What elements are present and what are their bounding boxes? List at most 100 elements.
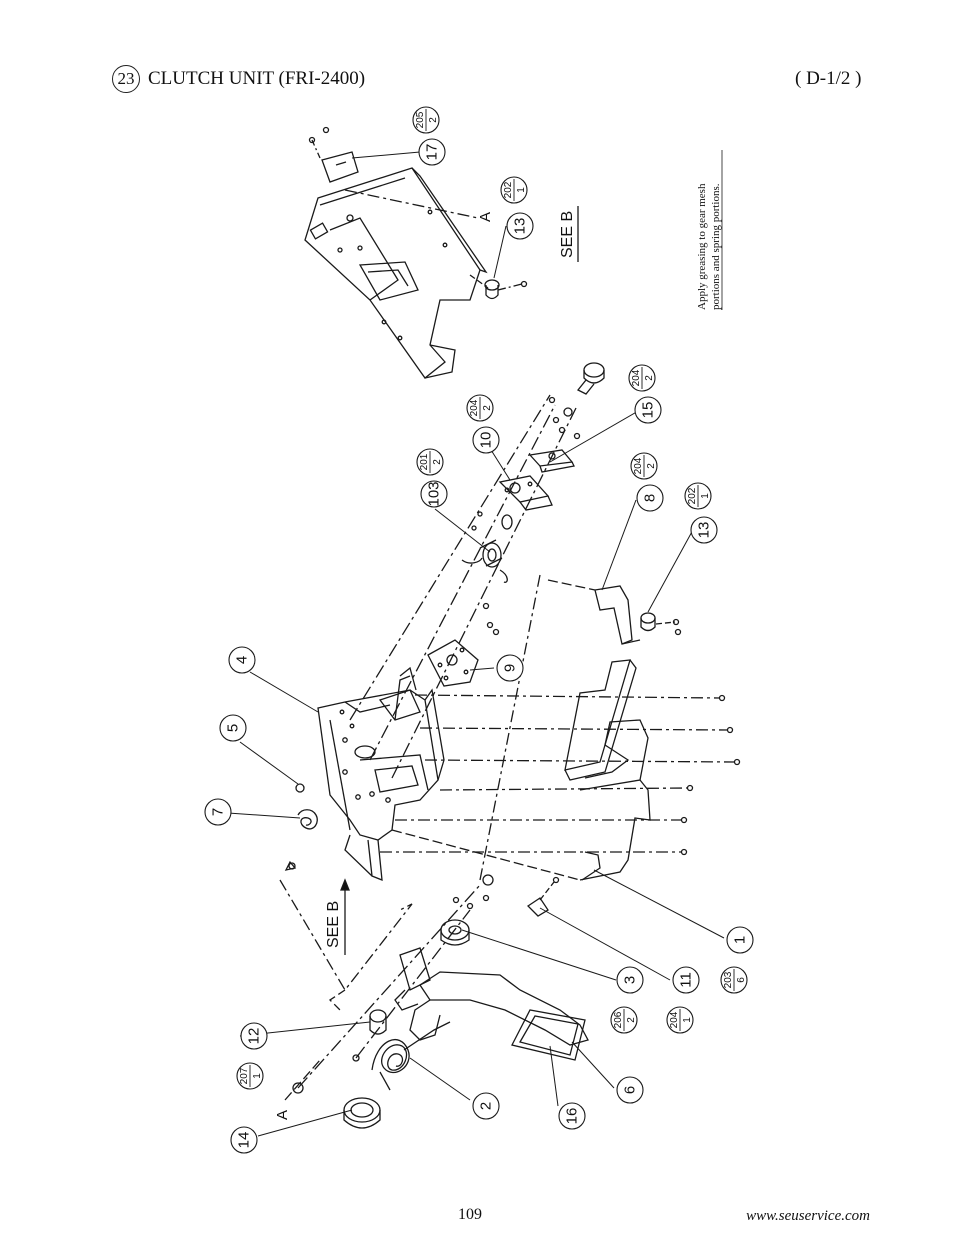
callout-circle	[506, 212, 534, 240]
callout-circle	[204, 798, 232, 826]
grease-note-line2: portions and spring portions.	[710, 183, 722, 310]
page-reference: ( D-1/2 )	[795, 68, 862, 89]
fraction-bottom: 1	[516, 187, 527, 193]
callout-part-9: 9	[496, 654, 524, 682]
callout-number: 15	[640, 402, 657, 419]
callout-part-6: 6	[616, 1076, 644, 1104]
website-url: www.seuservice.com	[746, 1208, 870, 1224]
callout-circle	[418, 138, 446, 166]
fraction-top: 207	[239, 1067, 250, 1084]
callout-number: 9	[502, 664, 519, 672]
callout-circle	[496, 654, 524, 682]
callout-leaders	[227, 151, 725, 1137]
callout-circle	[420, 480, 448, 508]
callout-number: 13	[696, 522, 713, 539]
marker-a-bottom: A	[274, 1110, 291, 1120]
grease-note: Apply greasing to gear mesh portions and…	[696, 150, 723, 310]
callout-circle	[558, 1102, 586, 1130]
callout-number: 2	[478, 1102, 495, 1110]
fraction-top: 202	[687, 487, 698, 504]
detail-b-assembly	[304, 126, 528, 379]
callout-circle	[616, 966, 644, 994]
callout-number: 6	[622, 1086, 639, 1094]
fraction-top: 205	[415, 111, 426, 128]
callout-number: 10	[478, 432, 495, 449]
see-b-label-top: SEE B	[559, 206, 579, 262]
grease-note-line1: Apply greasing to gear mesh	[696, 183, 708, 310]
fraction-top: 206	[613, 1011, 624, 1028]
callout-circle	[634, 396, 662, 424]
callout-number: 13	[512, 218, 529, 235]
callout-circle	[230, 1126, 258, 1154]
callout-circle	[240, 1022, 268, 1050]
callout-circle	[472, 1092, 500, 1120]
fraction-bottom: 1	[682, 1017, 693, 1023]
clutch-frame-assembly	[284, 666, 445, 882]
fraction-top: 202	[503, 181, 514, 198]
callout-circle	[472, 426, 500, 454]
callout-circle	[228, 646, 256, 674]
marker-a-top: A	[477, 212, 494, 222]
callout-number: 1	[732, 936, 749, 944]
callout-circle	[726, 926, 754, 954]
base-plate-assembly	[380, 574, 741, 881]
fraction-top: 203	[723, 971, 734, 988]
see-b-label-left: SEE B	[325, 878, 350, 955]
fraction-bottom: 2	[626, 1017, 637, 1023]
fraction-bottom: 1	[700, 493, 711, 499]
pedal-assembly	[279, 874, 589, 1129]
callout-number: 11	[678, 972, 695, 988]
callout-number: 16	[564, 1108, 581, 1125]
callout-circle	[219, 714, 247, 742]
callout-number: 8	[642, 494, 659, 502]
callout-number: 4	[234, 656, 251, 664]
fraction-bottom: 2	[482, 405, 493, 411]
callout-part-16: 16	[558, 1102, 586, 1130]
page-title: CLUTCH UNIT (FRI-2400)	[148, 68, 366, 89]
callout-part-2: 2	[472, 1092, 500, 1120]
section-number-badge: 23	[112, 65, 140, 93]
callout-part-5: 5	[219, 714, 247, 742]
callout-number: 14	[236, 1132, 253, 1149]
callout-part-4: 4	[228, 646, 256, 674]
fraction-bottom: 2	[644, 375, 655, 381]
fraction-bottom: 1	[252, 1073, 263, 1079]
section-number: 23	[117, 69, 135, 88]
callout-circle	[616, 1076, 644, 1104]
callout-part-7: 7	[204, 798, 232, 826]
page-number: 109	[458, 1206, 482, 1223]
callout-number: 7	[210, 808, 227, 816]
clutch-shaft-assembly	[349, 362, 605, 779]
callout-number: 5	[225, 724, 242, 732]
callout-circle	[690, 516, 718, 544]
callout-number: 12	[246, 1028, 263, 1045]
callout-part-14: 14	[230, 1126, 258, 1154]
fraction-bottom: 2	[428, 117, 439, 123]
callout-circle	[672, 966, 700, 994]
callout-circle	[636, 484, 664, 512]
fraction-top: 204	[469, 399, 480, 416]
callout-number: 3	[622, 976, 639, 984]
fraction-bottom: 6	[736, 977, 747, 983]
page-header: 23 CLUTCH UNIT (FRI-2400) ( D-1/2 )	[0, 0, 954, 110]
fraction-top: 204	[631, 369, 642, 386]
fraction-top: 204	[633, 457, 644, 474]
fraction-top: 201	[419, 453, 430, 470]
fraction-bottom: 2	[432, 459, 443, 465]
callout-number: 17	[424, 144, 441, 161]
fraction-bottom: 2	[646, 463, 657, 469]
see-b-text-left: SEE B	[325, 901, 342, 948]
fraction-top: 204	[669, 1011, 680, 1028]
